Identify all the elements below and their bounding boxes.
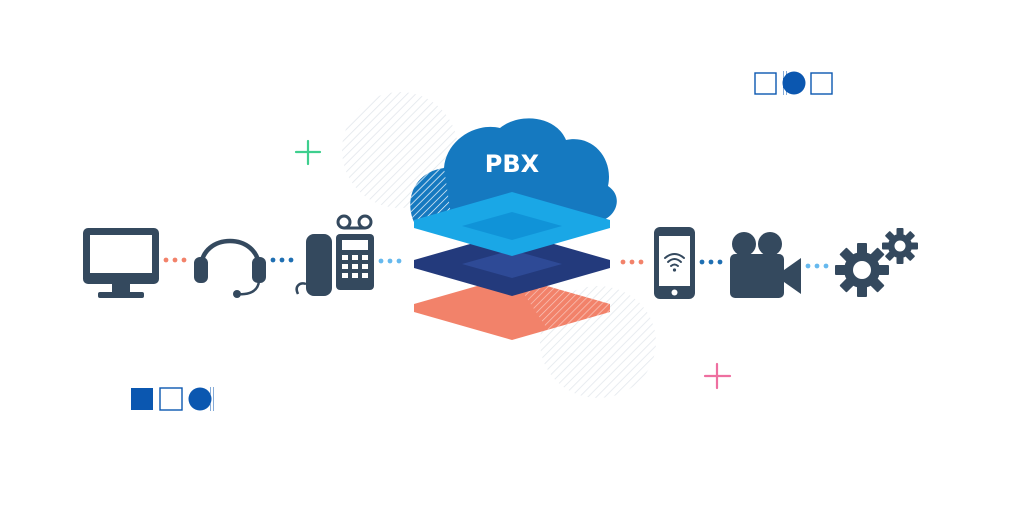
- layer-middle: [414, 232, 610, 296]
- layer-bottom: [414, 276, 610, 340]
- connector-dots: [699, 259, 723, 265]
- connector-dots: [163, 257, 187, 263]
- pbx-cloud: [410, 118, 617, 222]
- pbx-label: PBX: [485, 150, 540, 178]
- connector-dots: [620, 259, 644, 265]
- plus-icon-green: [294, 139, 322, 166]
- plus-icon-pink: [703, 362, 732, 390]
- gears-icon: [835, 228, 918, 297]
- desk-phone-icon: [295, 214, 374, 296]
- deco-shapes-bottom-left: [131, 387, 216, 411]
- video-camera-icon: [730, 232, 801, 298]
- monitor-icon: [83, 228, 159, 298]
- connector-dots: [270, 257, 294, 263]
- headset-icon: [194, 238, 266, 298]
- deco-shapes-top-right: [754, 71, 833, 95]
- layer-top: [414, 192, 610, 256]
- smartphone-wifi-icon: [654, 227, 695, 299]
- connector-dots: [805, 263, 829, 269]
- connector-dots: [378, 258, 402, 264]
